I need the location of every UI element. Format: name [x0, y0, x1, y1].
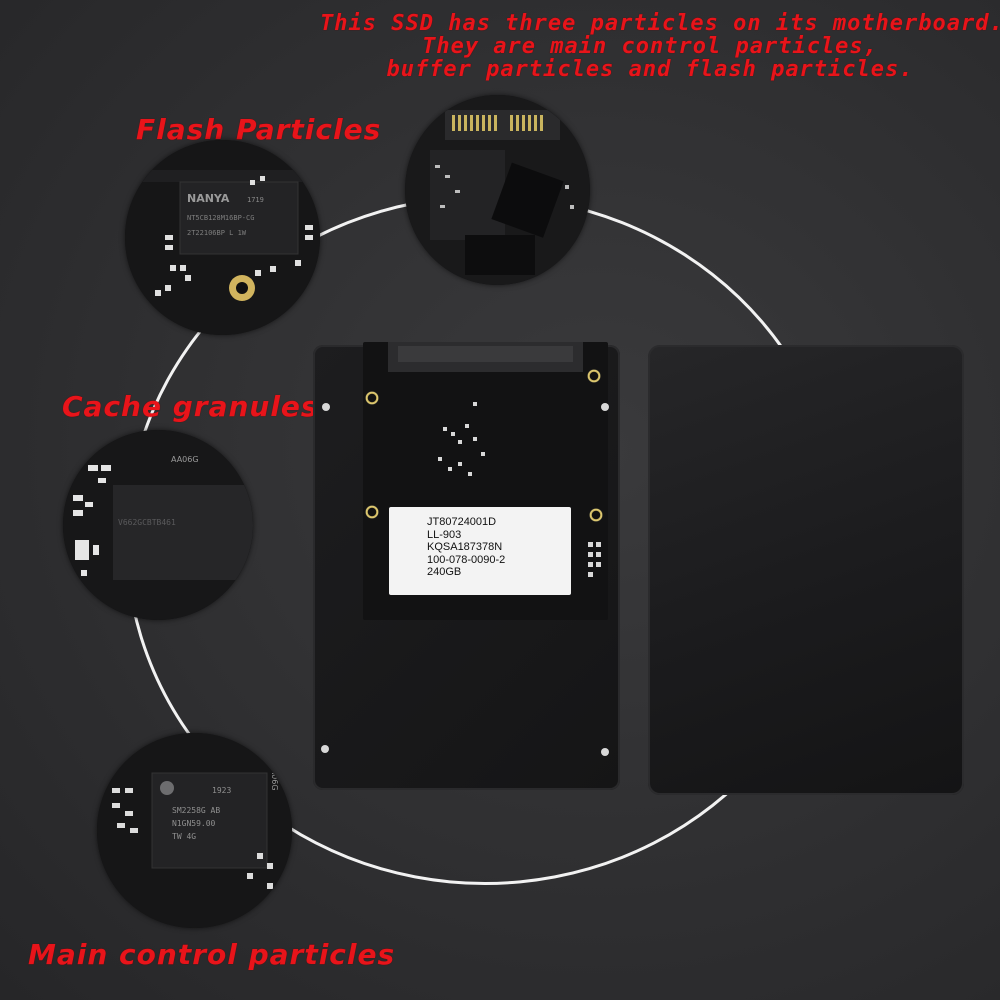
intro-caption: This SSD has three particles on its moth…	[320, 11, 1000, 82]
main-chip-line3: TW 4G	[172, 832, 196, 841]
intro-line-2: They are main control particles,	[422, 34, 878, 59]
main-chip-line1: SM2258G AB	[172, 806, 220, 815]
pcb-screw	[365, 505, 379, 519]
casing-hole	[601, 403, 609, 411]
label-main-control-particles: Main control particles	[28, 938, 396, 971]
pcb-screw	[589, 508, 603, 522]
intro-line-1: This SSD has three particles on its moth…	[320, 11, 1000, 36]
label-cache-granules: Cache granules	[62, 390, 319, 423]
casing-hole	[322, 403, 330, 411]
flash-chip-zoom: NANYA 1719 NT5CB128M16BP-CG 2T22106BP L …	[125, 140, 320, 335]
flash-chip-code: 1719	[247, 196, 264, 204]
sticker-line-2: LL-903	[427, 528, 462, 541]
main-board-label: AA06G	[270, 763, 279, 791]
cache-chip-marking: V662GCBTB461	[118, 518, 176, 527]
sticker-line-1: JT80724001D	[427, 516, 497, 528]
ssd-top-cover	[648, 345, 964, 795]
sticker-line-5: 240GB	[427, 566, 462, 579]
main-controller-zoom: 1923 SM2258G AB N1GN59.00 TW 4G AA06G	[97, 733, 292, 928]
flash-chip-brand: NANYA	[187, 192, 230, 205]
flash-chip-line2: 2T22106BP L 1W	[187, 229, 247, 237]
pcb-screw	[365, 391, 379, 405]
pcb-overview-zoom	[405, 95, 590, 285]
label-flash-particles: Flash Particles	[136, 113, 382, 146]
sticker-line-3: KQSA187378N	[427, 541, 503, 554]
cache-chip-zoom: V662GCBTB461 AA06G	[63, 430, 253, 620]
main-chip-code: 1923	[212, 786, 231, 795]
flash-chip-line1: NT5CB128M16BP-CG	[187, 214, 254, 222]
sticker-line-4: 100-078-0090-2	[427, 553, 506, 566]
main-chip-line2: N1GN59.00	[172, 819, 216, 828]
intro-line-3: buffer particles and flash particles.	[386, 57, 914, 82]
casing-hole	[601, 748, 609, 756]
cache-board-label: AA06G	[171, 455, 199, 464]
pcb-screw	[587, 369, 601, 383]
casing-hole	[321, 745, 329, 753]
ssd-label-sticker: JT80724001D LL-903 KQSA187378N 100-078-0…	[389, 507, 571, 595]
